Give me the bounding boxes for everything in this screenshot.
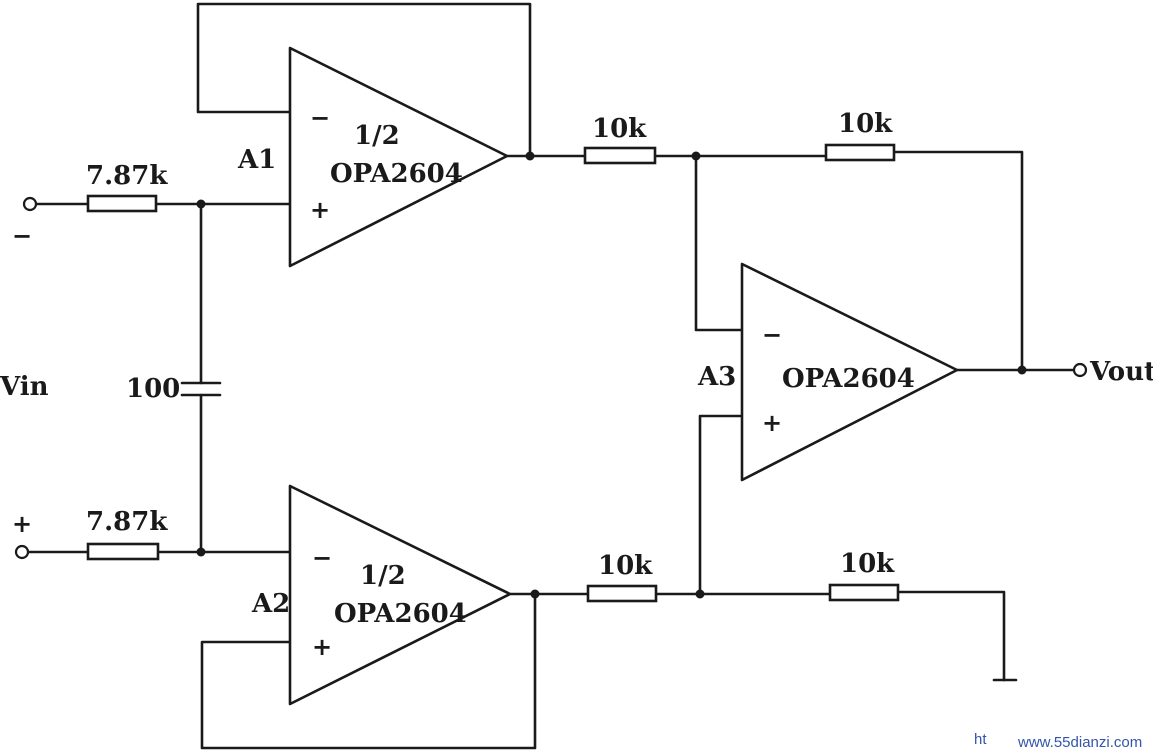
terminal-input-minus [22, 196, 38, 212]
resistor-r3 [583, 146, 657, 165]
opamp-a1 [288, 46, 509, 268]
resistor-r4 [824, 143, 896, 162]
opamp-a3 [740, 262, 959, 482]
terminal-vout [1072, 362, 1088, 378]
label-r4: 10k [838, 109, 893, 139]
label-input-plus: + [12, 510, 32, 538]
label-a1-plus: + [310, 196, 330, 224]
ground-wire [896, 590, 1006, 682]
label-resistor-r1: 7.87k [86, 161, 168, 191]
label-a1-minus: − [310, 104, 330, 132]
label-a2-minus: − [312, 544, 332, 572]
label-a2-part: OPA2604 [334, 599, 467, 629]
label-a1-fraction: 1/2 [354, 121, 400, 151]
label-a2-fraction: 1/2 [360, 561, 406, 591]
label-a1-part: OPA2604 [330, 159, 463, 189]
wires [26, 2, 1076, 750]
label-a3-ref: A3 [697, 362, 736, 392]
label-input-minus: − [12, 222, 32, 250]
label-a3-part: OPA2604 [782, 364, 915, 394]
label-a3-plus: + [762, 409, 782, 437]
a3-minus-wire [694, 154, 744, 332]
resistor-r1 [86, 194, 158, 213]
resistor-r6 [828, 583, 900, 602]
resistor-r5 [586, 584, 658, 603]
resistor-r2 [86, 542, 160, 561]
label-r5: 10k [598, 551, 653, 581]
watermark-left: ht [974, 731, 987, 748]
label-vout: Vout [1089, 357, 1153, 387]
terminal-input-plus [14, 544, 30, 560]
label-r3: 10k [592, 114, 647, 144]
watermark-site: www.55dianzi.com [1017, 734, 1142, 751]
label-vin: Vin [0, 372, 49, 402]
a1-feedback-wire [196, 2, 532, 158]
junction-dots [196, 151, 1027, 599]
label-resistor-r2: 7.87k [86, 507, 168, 537]
a2-feedback-wire [200, 592, 537, 750]
label-a3-minus: − [762, 321, 782, 349]
label-capacitor: 100 [126, 374, 180, 404]
r4-out-wire [892, 150, 1024, 372]
opamp-a2 [288, 484, 512, 706]
label-a2-ref: A2 [251, 589, 290, 619]
capacitor-100 [180, 381, 222, 397]
label-a1-ref: A1 [237, 145, 276, 175]
label-r6: 10k [840, 549, 895, 579]
label-a2-plus: + [312, 633, 332, 661]
a3-plus-wire [698, 414, 744, 596]
